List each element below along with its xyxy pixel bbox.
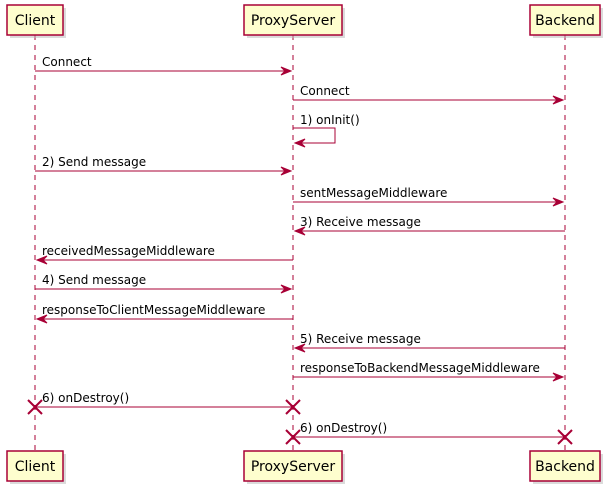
message-label: 1) onInit() [300,113,360,127]
message-arrowhead [552,95,565,105]
participant-box [6,450,64,482]
message-1: Connect [35,55,293,76]
message-label: 4) Send message [42,273,146,287]
participant-label: Client [15,13,56,29]
participant-label: Backend [535,459,595,475]
participant-client-bottom: Client [6,450,66,484]
message-arrowhead [552,197,565,207]
message-13: 6) onDestroy() [285,421,573,445]
message-4: 2) Send message [35,155,293,176]
participant-label: Client [15,459,56,475]
message-arrowhead [280,66,293,76]
participant-box [529,450,601,482]
message-label: responseToClientMessageMiddleware [42,303,265,317]
message-arrowhead [293,138,306,148]
message-label: Connect [42,55,92,69]
participant-backend-top: Backend [529,4,603,38]
message-label: 6) onDestroy() [300,421,387,435]
message-label: sentMessageMiddleware [300,186,447,200]
destroy-icon [285,399,301,415]
participant-proxy-bottom: ProxyServer [243,450,345,484]
message-arrowhead [280,166,293,176]
participant-label: Backend [535,13,595,29]
participant-label: ProxyServer [251,459,336,475]
message-arrowhead [35,255,48,265]
message-label: 2) Send message [42,155,146,169]
message-3: 1) onInit() [293,113,360,148]
participant-backend-bottom: Backend [529,450,603,484]
participant-proxy-top: ProxyServer [243,4,345,38]
destroy-icon [557,429,573,445]
participant-label: ProxyServer [251,13,336,29]
message-12: 6) onDestroy() [27,391,301,415]
message-11: responseToBackendMessageMiddleware [293,361,565,382]
message-arrowhead [280,284,293,294]
message-line [293,127,336,144]
message-label: Connect [300,84,350,98]
message-arrowhead [35,314,48,324]
message-arrowhead [293,343,306,353]
participants-top: Client ProxyServer Backend [6,4,603,38]
message-label: responseToBackendMessageMiddleware [300,361,540,375]
message-10: 5) Receive message [293,332,565,353]
participant-box [529,4,601,36]
participant-box [243,450,343,482]
message-arrowhead [293,226,306,236]
message-label: receivedMessageMiddleware [42,244,215,258]
destroy-icon [285,429,301,445]
message-9: responseToClientMessageMiddleware [35,303,293,324]
message-arrowhead [552,372,565,382]
message-label: 5) Receive message [300,332,421,346]
message-5: sentMessageMiddleware [293,186,565,207]
destroy-icon [27,399,43,415]
message-label: 6) onDestroy() [42,391,129,405]
participant-box [6,4,64,36]
message-8: 4) Send message [35,273,293,294]
participant-client-top: Client [6,4,66,38]
message-label: 3) Receive message [300,215,421,229]
participant-box [243,4,343,36]
participants-bottom: Client ProxyServer Backend [6,450,603,484]
message-2: Connect [293,84,565,105]
message-7: receivedMessageMiddleware [35,244,293,265]
message-6: 3) Receive message [293,215,565,236]
